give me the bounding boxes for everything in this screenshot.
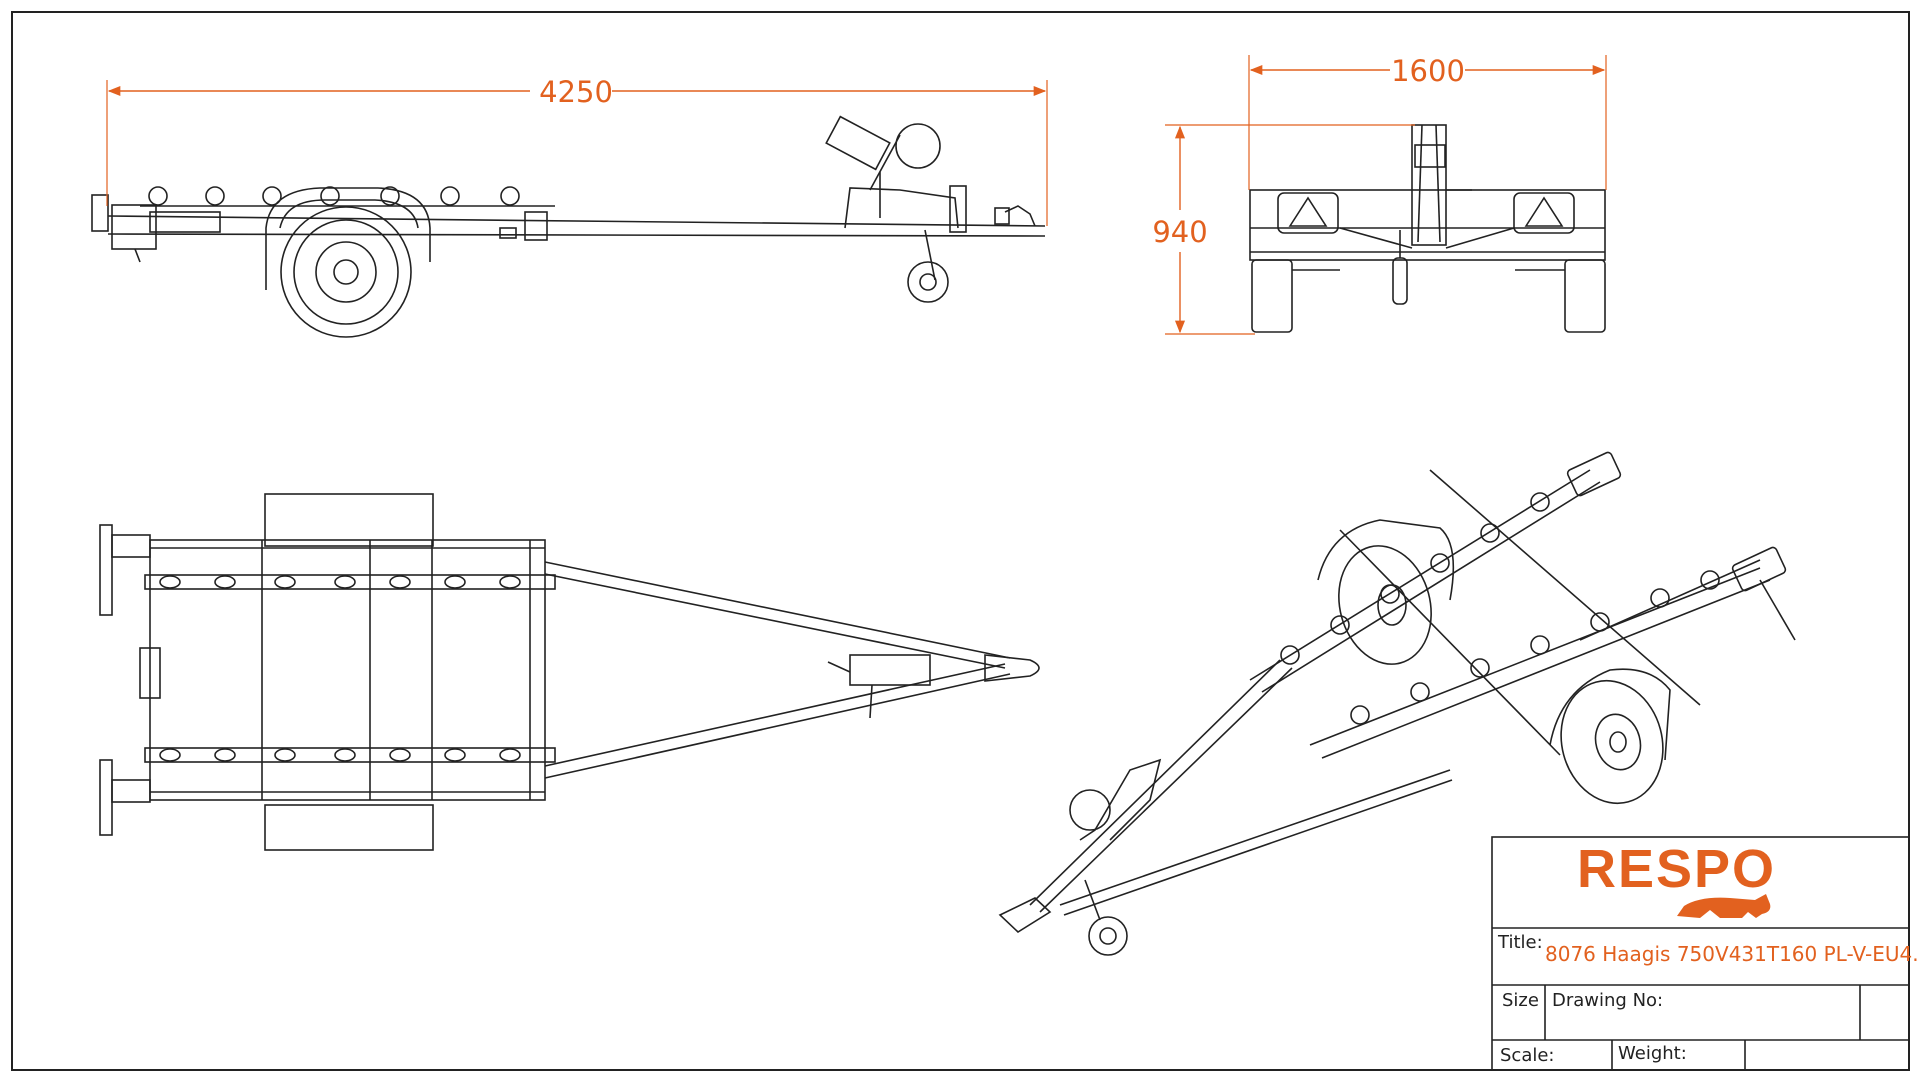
end-view [1249, 124, 1606, 333]
sheet-border [11, 11, 1910, 1071]
dim-height [1165, 124, 1415, 335]
scale-label: Scale: [1500, 1045, 1555, 1066]
title-label: Title: [1498, 932, 1543, 953]
dim-width-label: 1600 [1391, 54, 1465, 88]
dim-height-label: 940 [1152, 215, 1207, 249]
brand-logo: RESPO [1577, 839, 1777, 899]
drawing-no-label: Drawing No: [1552, 990, 1664, 1011]
weight-label: Weight: [1618, 1043, 1687, 1064]
side-view [91, 115, 1046, 338]
isometric-view [998, 451, 1796, 956]
size-label: Size [1502, 990, 1539, 1011]
top-view [99, 493, 1040, 851]
side-rollers [140, 186, 555, 207]
title-value: 8076 Haagis 750V431T160 PL-V-EU4. [1545, 942, 1919, 966]
title-block-frame [1491, 836, 1910, 1071]
respo-logo-icon [1677, 894, 1771, 918]
dim-length [106, 80, 1048, 226]
top-rollers [159, 575, 521, 762]
dim-length-label: 4250 [539, 75, 613, 109]
iso-rollers [1280, 492, 1720, 725]
side-wheel [280, 206, 412, 338]
dim-width [1248, 55, 1607, 190]
